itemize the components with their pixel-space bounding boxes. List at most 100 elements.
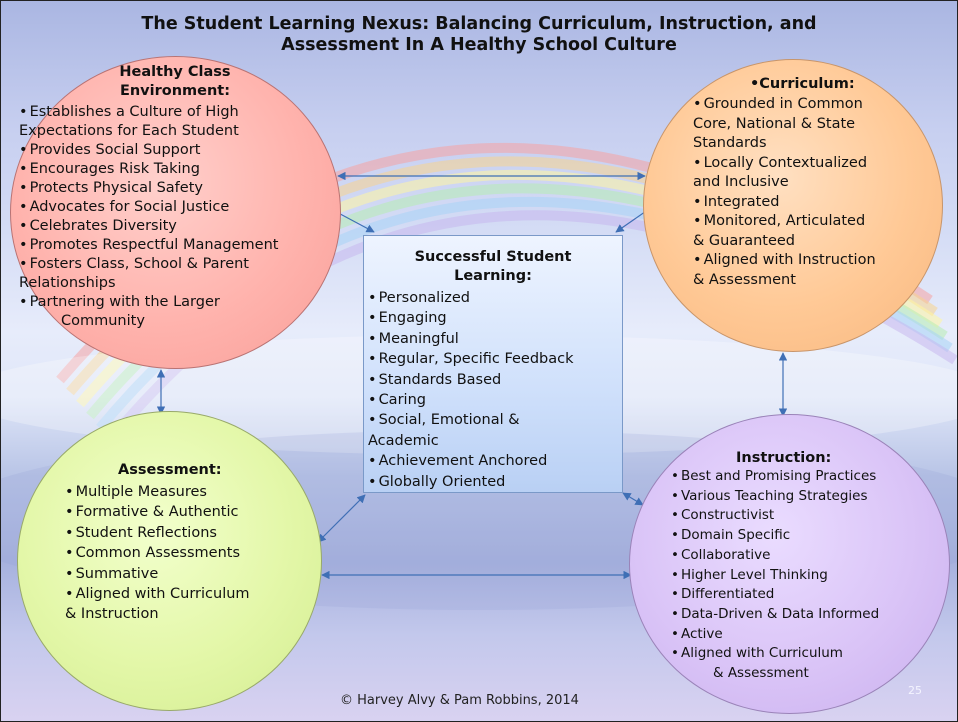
list-item-text: Core, National & State bbox=[693, 115, 856, 132]
environment-heading-line-2: Environment: bbox=[119, 83, 231, 99]
title-line-1: The Student Learning Nexus: Balancing Cu… bbox=[141, 14, 817, 34]
list-item-text: & Assessment bbox=[713, 665, 809, 682]
list-item-text: Data-Driven & Data Informed bbox=[680, 605, 880, 622]
list-item-text: & Guaranteed bbox=[693, 232, 795, 249]
slide-number: 25 bbox=[908, 684, 922, 697]
list-item-text: Differentiated bbox=[680, 586, 775, 603]
list-item-text: Common Assessments bbox=[75, 545, 241, 562]
assessment-circle bbox=[17, 411, 322, 711]
list-item-text: Fosters Class, School & Parent bbox=[29, 256, 249, 272]
list-item: •Celebrates Diversity bbox=[19, 217, 278, 236]
curriculum-heading-text: Curriculum: bbox=[759, 76, 855, 92]
list-item-text: Aligned with Curriculum bbox=[680, 645, 843, 662]
list-item-text: Partnering with the Larger bbox=[29, 294, 220, 310]
list-item-text: Community bbox=[61, 313, 145, 329]
list-item-text: Locally Contextualized bbox=[703, 154, 868, 171]
list-item: Standards bbox=[693, 134, 876, 154]
list-item-text: Provides Social Support bbox=[29, 142, 201, 158]
list-item-text: Constructivist bbox=[680, 507, 775, 524]
environment-list: •Establishes a Culture of High Expectati… bbox=[19, 103, 278, 331]
slide-title: The Student Learning Nexus: Balancing Cu… bbox=[60, 14, 898, 56]
bullet: • bbox=[19, 199, 28, 215]
list-item: •Advocates for Social Justice bbox=[19, 198, 278, 217]
learning-heading-line-1: Successful Student bbox=[414, 249, 572, 265]
list-item: •Achievement Anchored bbox=[368, 451, 574, 471]
list-item: •Data-Driven & Data Informed bbox=[671, 605, 879, 625]
bullet: • bbox=[671, 546, 679, 563]
list-item-text: Personalized bbox=[378, 290, 470, 306]
list-item-text: Aligned with Curriculum bbox=[75, 586, 250, 603]
environment-heading: Healthy Class Environment: bbox=[95, 63, 255, 101]
bullet: • bbox=[65, 524, 74, 541]
list-item: Relationships bbox=[19, 274, 278, 293]
list-item: •Domain Specific bbox=[671, 526, 879, 546]
list-item-text: Relationships bbox=[19, 275, 116, 291]
list-item-text: Standards Based bbox=[378, 371, 502, 388]
list-item-text: Regular, Specific Feedback bbox=[378, 351, 574, 368]
bullet: • bbox=[19, 237, 28, 253]
bullet: • bbox=[693, 213, 702, 229]
list-item-text: Encourages Risk Taking bbox=[29, 161, 200, 177]
list-item-text: Expectations for Each Student bbox=[19, 123, 239, 139]
bullet: • bbox=[671, 645, 679, 662]
bullet: • bbox=[671, 487, 679, 504]
instruction-list: •Best and Promising Practices •Various T… bbox=[671, 467, 879, 684]
list-item-text: Academic bbox=[368, 432, 439, 449]
list-item-text: Monitored, Articulated bbox=[703, 213, 866, 229]
list-item-text: Engaging bbox=[378, 310, 447, 327]
bullet: • bbox=[368, 330, 377, 347]
bullet: • bbox=[671, 605, 679, 622]
list-item: •Collaborative bbox=[671, 546, 879, 566]
list-item-text: Multiple Measures bbox=[75, 484, 207, 500]
list-item-text: Higher Level Thinking bbox=[680, 566, 828, 583]
list-item: •Protects Physical Safety bbox=[19, 179, 278, 198]
list-item: •Partnering with the Larger bbox=[19, 293, 278, 312]
bullet: • bbox=[671, 507, 679, 524]
list-item: •Common Assessments bbox=[65, 543, 250, 563]
list-item: •Formative & Authentic bbox=[65, 502, 250, 522]
list-item: •Integrated bbox=[693, 193, 876, 213]
list-item: Expectations for Each Student bbox=[19, 122, 278, 141]
bullet: • bbox=[671, 586, 679, 603]
list-item-text: Social, Emotional & bbox=[378, 412, 520, 429]
bullet: • bbox=[65, 565, 74, 582]
assessment-heading-text: Assessment: bbox=[118, 462, 222, 478]
list-item: •Aligned with Instruction bbox=[693, 251, 876, 271]
list-item-text: Protects Physical Safety bbox=[29, 180, 203, 196]
learning-heading-line-2: Learning: bbox=[454, 268, 532, 284]
list-item: •Personalized bbox=[368, 288, 574, 308]
bullet: • bbox=[368, 392, 377, 409]
list-item-text: Best and Promising Practices bbox=[680, 468, 877, 484]
bullet: • bbox=[19, 218, 28, 234]
list-item: •Engaging bbox=[368, 308, 574, 328]
list-item-text: Aligned with Instruction bbox=[703, 252, 876, 268]
bullet: • bbox=[693, 252, 702, 268]
list-item: •Encourages Risk Taking bbox=[19, 160, 278, 179]
learning-heading: Successful Student Learning: bbox=[363, 248, 623, 286]
learning-box bbox=[363, 235, 623, 493]
bullet: • bbox=[671, 468, 679, 484]
list-item-text: Globally Oriented bbox=[378, 473, 506, 490]
list-item: •Multiple Measures bbox=[65, 482, 250, 502]
list-item: •Summative bbox=[65, 564, 250, 584]
curriculum-heading: •Curriculum: bbox=[750, 75, 855, 94]
list-item-text: Summative bbox=[75, 565, 159, 582]
bullet: • bbox=[671, 527, 679, 544]
bullet: • bbox=[693, 193, 702, 210]
list-item-text: Various Teaching Strategies bbox=[680, 487, 868, 504]
environment-heading-line-1: Healthy Class bbox=[119, 64, 231, 80]
list-item: Community bbox=[19, 312, 278, 331]
bullet: • bbox=[368, 351, 377, 368]
list-item-text: Integrated bbox=[703, 193, 780, 210]
list-item-text: Student Reflections bbox=[75, 524, 217, 541]
instruction-circle bbox=[629, 414, 950, 714]
list-item-text: Caring bbox=[378, 392, 426, 409]
bullet: • bbox=[65, 545, 74, 562]
curriculum-circle bbox=[643, 59, 943, 352]
bullet: • bbox=[693, 96, 702, 112]
list-item: •Various Teaching Strategies bbox=[671, 487, 879, 507]
list-item-text: and Inclusive bbox=[693, 174, 789, 190]
copyright-notice: © Harvey Alvy & Pam Robbins, 2014 bbox=[340, 693, 579, 708]
bullet: • bbox=[65, 484, 74, 500]
list-item-text: Active bbox=[680, 625, 723, 642]
